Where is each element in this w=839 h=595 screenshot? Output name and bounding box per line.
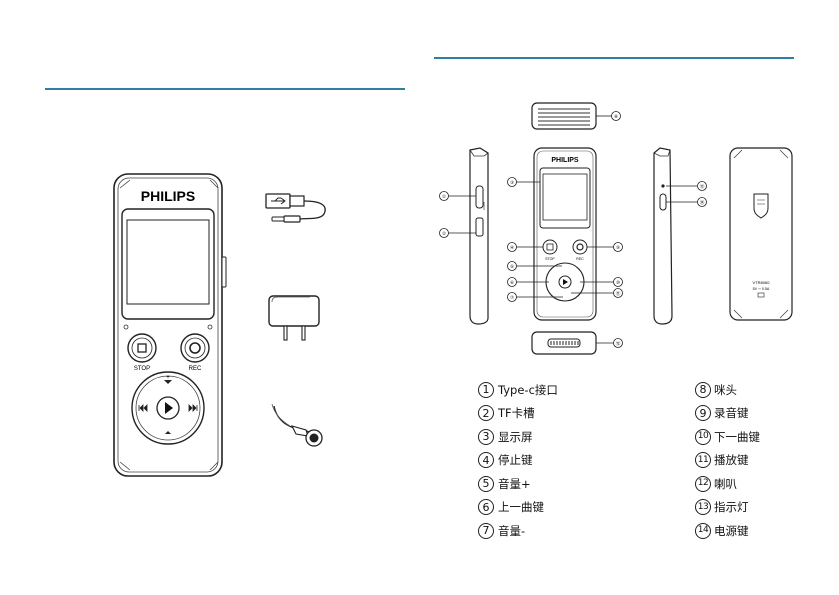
callout-14: ⑭ [700, 199, 705, 206]
back-model-label: VTR8060 [753, 280, 771, 285]
legend-label: 下一曲键 [714, 425, 760, 449]
right-section-rule [434, 57, 794, 59]
legend-label: Type-c接口 [498, 378, 558, 402]
legend-number: 7 [478, 523, 494, 539]
back-rating-label: 5V ⎓ 0.5A [753, 287, 770, 291]
legend-number: 8 [695, 382, 711, 398]
legend-number: 12 [695, 476, 711, 492]
legend-label: 上一曲键 [498, 495, 544, 519]
power-adapter-icon [266, 292, 324, 344]
recorder-front-illustration: PHILIPS STOP REC + [112, 172, 228, 478]
svg-text:REC: REC [576, 257, 584, 261]
legend-label: 播放键 [714, 448, 749, 472]
legend-number: 4 [478, 452, 494, 468]
usb-cable-icon [262, 190, 332, 226]
legend-number: 5 [478, 476, 494, 492]
stop-label: STOP [134, 366, 150, 372]
legend-number: 6 [478, 499, 494, 515]
legend-number: 2 [478, 405, 494, 421]
legend-number: 14 [695, 523, 711, 539]
brand-logo: PHILIPS [141, 188, 195, 204]
rec-label: REC [189, 366, 202, 372]
svg-text:STOP: STOP [545, 257, 555, 261]
front-brand-logo: PHILIPS [551, 157, 579, 164]
legend-label: 音量- [498, 519, 525, 543]
left-section-rule [45, 88, 405, 90]
back-view-drawing: VTR8060 5V ⎓ 0.5A [730, 148, 792, 320]
legend-label: 喇叭 [714, 472, 737, 496]
rec-button-drawing [181, 334, 209, 362]
legend-number: 10 [695, 429, 711, 445]
svg-text:+: + [166, 375, 170, 381]
earphone-icon [268, 400, 330, 452]
legend-number: 13 [695, 499, 711, 515]
callout-11: ⑪ [616, 290, 621, 297]
device-parts-diagram: ⑧ ① ② PHILIPS STOP REC ③ ④ [432, 98, 798, 364]
legend-label: 显示屏 [498, 425, 533, 449]
legend-label: 咪头 [714, 378, 737, 402]
navigation-ring: + [132, 372, 204, 444]
legend-label: TF卡槽 [498, 401, 535, 425]
callout-12: ⑫ [616, 340, 621, 347]
legend-label: 音量+ [498, 472, 531, 496]
stop-button-drawing [128, 334, 156, 362]
legend-number: 3 [478, 429, 494, 445]
legend-label: 录音键 [714, 401, 749, 425]
legend-label: 停止键 [498, 448, 533, 472]
legend-number: 1 [478, 382, 494, 398]
legend-number: 11 [695, 452, 711, 468]
callout-13: ⑬ [700, 183, 705, 190]
legend-label: 指示灯 [714, 495, 749, 519]
legend-number: 9 [695, 405, 711, 421]
legend-label: 电源键 [714, 519, 749, 543]
